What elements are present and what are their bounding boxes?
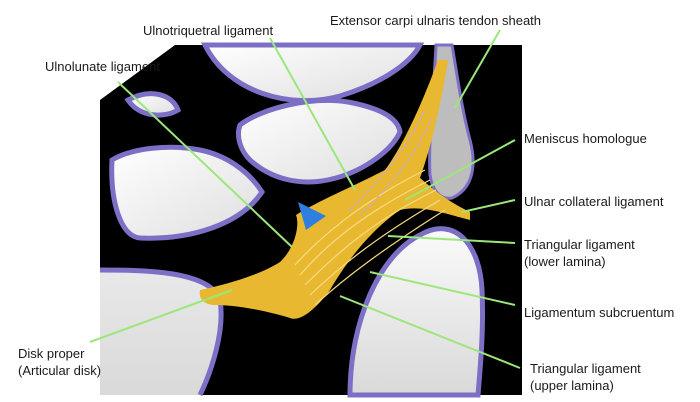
carpal-bone-top [200,42,425,104]
leader-triangular-lower [387,235,516,244]
leader-ulnar-collateral [461,199,516,213]
label-triangular-lower-line1: Triangular ligament [524,237,635,252]
ulnar-head [347,226,486,398]
label-triangular-upper-line2: (upper lamina) [530,378,614,393]
label-meniscus: Meniscus homologue [524,131,647,146]
label-triangular-upper-line1: Triangular ligament [530,361,641,376]
label-triangular-lower: Triangular ligament (lower lamina) [524,236,635,270]
radius-bone [100,130,222,395]
leader-meniscus [404,139,516,201]
label-subcruentum: Ligamentum subcruentum [524,305,675,320]
label-ulnar-collateral: Ulnar collateral ligament [524,194,664,209]
label-disk: Disk proper (Articular disk) [18,345,101,379]
label-ulnolunate: Ulnolunate ligament [45,59,160,74]
label-disk-line2: (Articular disk) [18,363,102,378]
leader-extensor [454,29,501,109]
label-extensor: Extensor carpi ulnaris tendon sheath [330,13,542,28]
leader-disk [89,289,233,343]
triquetrum-bone [235,97,403,185]
blue-triangle-marker-icon [298,202,326,230]
label-disk-line1: Disk proper [18,346,85,361]
leader-ulnolunate [117,81,293,248]
leader-triangular-upper [339,295,521,369]
meniscus-dashed-outline [349,109,433,216]
leader-lines [89,29,521,369]
label-triangular-lower-line2: (lower lamina) [524,254,606,269]
lunate-bone [109,144,265,241]
label-triangular-upper: Triangular ligament (upper lamina) [530,360,641,394]
carpal-bone-upper-left [124,91,182,118]
ligament-fibers [294,169,446,306]
leader-ulnotriquetral [269,37,356,191]
label-ulnotriquetral: Ulnotriquetral ligament [143,23,274,38]
leader-subcruentum [369,271,516,306]
